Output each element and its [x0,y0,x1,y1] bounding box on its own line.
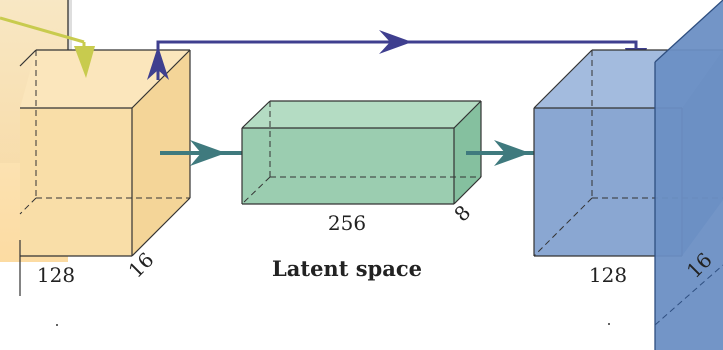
dot-left [56,324,58,326]
latent-block-width-label: 256 [328,211,366,235]
latent-block-depth-label: 8 [449,200,475,226]
latent-block [241,100,482,205]
right-block-width-label: 128 [589,263,627,287]
far-right-slab [654,0,723,350]
yellow-arrow [0,16,95,78]
dot-right [608,323,610,325]
left-block-width-label: 128 [37,263,75,287]
latent-space-caption: Latent space [272,256,422,281]
